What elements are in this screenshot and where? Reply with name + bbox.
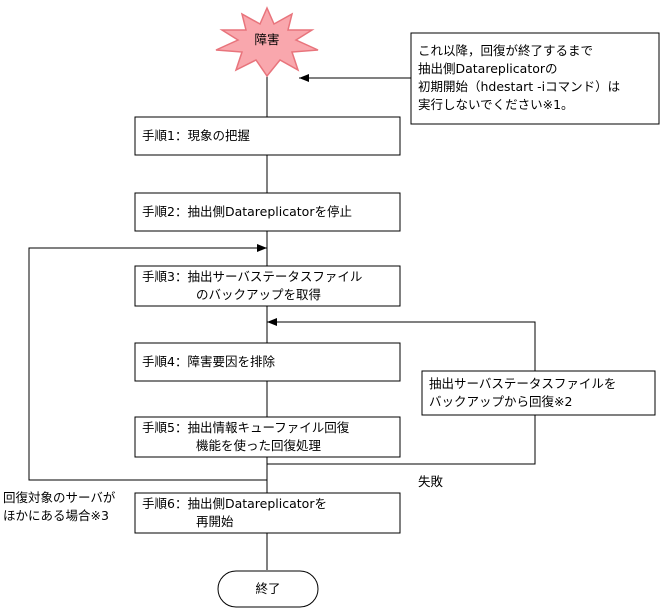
step-6-text-1: 手順6：抽出側Datareplicatorを (142, 496, 327, 511)
end-label: 終了 (255, 581, 280, 596)
other-server-label-2: ほかにある場合※3 (3, 508, 109, 523)
note-line-2: 抽出側Datareplicatorの (418, 61, 558, 76)
note-box: これ以降，回復が終了するまで 抽出側Datareplicatorの 初期開始（h… (410, 32, 660, 125)
step-6-text-2: 再開始 (196, 514, 234, 529)
note-line-1: これ以降，回復が終了するまで (418, 43, 593, 58)
step-5-box: 手順5：抽出情報キューファイル回復 機能を使った回復処理 (134, 416, 401, 458)
note-line-4: 実行しないでください※1。 (418, 97, 574, 112)
failure-label: 失敗 (418, 474, 444, 489)
note-line-3: 初期開始（hdestart -iコマンド）は (418, 79, 620, 94)
step-5-text-2: 機能を使った回復処理 (196, 438, 322, 453)
loop-other-server-line (28, 244, 267, 481)
end-terminator: 終了 (217, 570, 319, 608)
other-server-label-1: 回復対象のサーバが (3, 490, 116, 505)
step-3-text-1: 手順3：抽出サーバステータスファイル (142, 269, 362, 284)
step-1-text: 手順1：現象の把握 (142, 128, 250, 143)
step-4-box: 手順4：障害要因を排除 (134, 342, 401, 382)
step-1-box: 手順1：現象の把握 (134, 116, 401, 156)
recovery-box: 抽出サーバステータスファイルを バックアップから回復※2 (421, 370, 656, 416)
step-2-box: 手順2：抽出側Datareplicatorを停止 (134, 192, 401, 232)
step-3-box: 手順3：抽出サーバステータスファイル のバックアップを取得 (134, 265, 401, 307)
recovery-text-1: 抽出サーバステータスファイルを (429, 376, 616, 391)
step-2-text: 手順2：抽出側Datareplicatorを停止 (142, 204, 352, 219)
step-5-text-1: 手順5：抽出情報キューファイル回復 (142, 420, 350, 435)
recovery-text-2: バックアップから回復※2 (429, 394, 572, 409)
start-burst: 障害 (215, 6, 319, 78)
step-6-box: 手順6：抽出側Datareplicatorを 再開始 (134, 492, 401, 534)
start-label: 障害 (254, 32, 279, 47)
step-4-text: 手順4：障害要因を排除 (142, 354, 275, 369)
step-3-text-2: のバックアップを取得 (196, 287, 321, 302)
